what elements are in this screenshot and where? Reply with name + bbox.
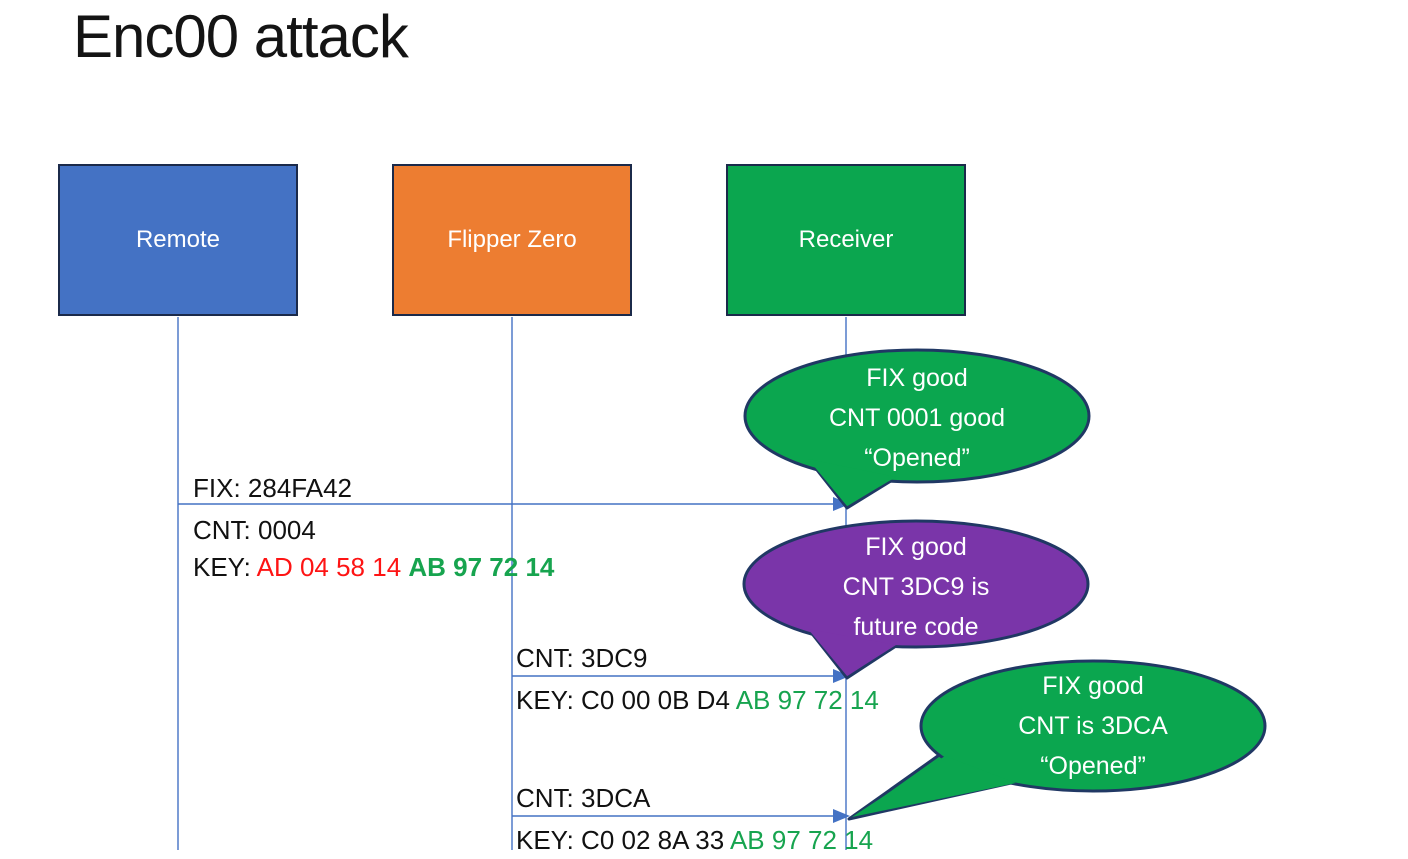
actor-box-flipper-zero: Flipper Zero xyxy=(392,164,632,316)
arrow-remote-to-receiver xyxy=(178,497,850,511)
callout-tail-cover xyxy=(808,459,896,506)
callout-line: FIX good xyxy=(1042,672,1144,700)
key-prefix: KEY: C0 00 0B D4 xyxy=(516,685,736,715)
callout-bubble-future-code xyxy=(742,519,1090,680)
callout-ellipse-outline xyxy=(742,519,1090,649)
arrowhead-icon xyxy=(833,809,850,823)
actor-box-remote: Remote xyxy=(58,164,298,316)
actor-box-receiver: Receiver xyxy=(726,164,966,316)
message-3-cnt-label: CNT: 3DCA xyxy=(516,783,651,813)
key-green-bytes: AB 97 72 14 xyxy=(729,825,874,855)
callout-tail-cover xyxy=(852,756,1016,817)
callout-1-text: FIX good CNT 0001 good “Opened” xyxy=(752,358,1082,478)
message-1-key-label: KEY: AD 04 58 14 AB 97 72 14 xyxy=(193,549,554,586)
callout-line: CNT 3DC9 is xyxy=(842,573,990,601)
actor-label-remote: Remote xyxy=(135,226,221,253)
key-green-bytes: AB 97 72 14 xyxy=(735,685,879,715)
key-prefix: KEY: C0 02 8A 33 xyxy=(516,825,730,855)
message-1-fix-label: FIX: 284FA42 xyxy=(193,473,352,503)
callout-2-text: FIX good CNT 3DC9 is future code xyxy=(751,527,1081,647)
callout-ellipse-outline xyxy=(919,659,1267,793)
callout-line: FIX good xyxy=(866,364,968,392)
callout-ellipse-outline xyxy=(743,348,1091,484)
callout-ellipse xyxy=(744,521,1088,647)
message-2-cnt-label: CNT: 3DC9 xyxy=(516,643,648,673)
arrowhead-icon xyxy=(833,497,850,511)
callout-line: FIX good xyxy=(865,533,967,561)
message-3-key-label: KEY: C0 02 8A 33 AB 97 72 14 xyxy=(516,822,873,859)
callout-ellipse xyxy=(745,350,1089,482)
message-1-cnt-label: CNT: 0004 xyxy=(193,515,316,545)
key-prefix: KEY: xyxy=(193,552,257,582)
actor-label-receiver: Receiver xyxy=(798,226,894,253)
callout-3-text: FIX good CNT is 3DCA “Opened” xyxy=(928,666,1258,786)
callout-ellipse xyxy=(921,661,1265,791)
actor-label-flipper-zero: Flipper Zero xyxy=(447,226,577,253)
callout-line: “Opened” xyxy=(864,444,970,472)
callout-line: CNT 0001 good xyxy=(828,404,1006,432)
arrow-flipper-to-receiver-1 xyxy=(512,669,850,683)
callout-bubble-opened-1 xyxy=(743,348,1091,510)
arrow-flipper-to-receiver-2 xyxy=(512,809,850,823)
arrowhead-icon xyxy=(833,669,850,683)
callout-tail-cover xyxy=(808,629,896,676)
callout-line: “Opened” xyxy=(1040,752,1146,780)
page-title: Enc00 attack xyxy=(73,3,409,70)
message-1-body: CNT: 0004 KEY: AD 04 58 14 AB 97 72 14 xyxy=(193,512,554,586)
key-red-bytes: AD 04 58 14 xyxy=(256,552,409,582)
message-2-key-label: KEY: C0 00 0B D4 AB 97 72 14 xyxy=(516,682,879,719)
callout-bubble-opened-2 xyxy=(847,659,1267,821)
callout-line: CNT is 3DCA xyxy=(1018,712,1168,740)
key-green-bytes: AB 97 72 14 xyxy=(408,552,555,582)
callout-line: future code xyxy=(853,613,979,641)
